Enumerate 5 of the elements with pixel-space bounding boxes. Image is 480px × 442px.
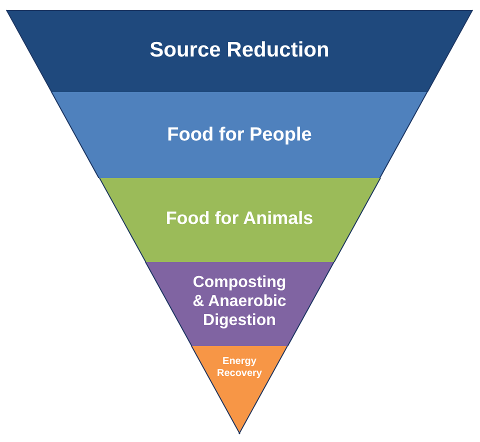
band-label: Composting & Anaerobic Digestion bbox=[192, 273, 288, 331]
band-label: Source Reduction bbox=[150, 37, 330, 63]
band-label: Food for Animals bbox=[166, 208, 314, 230]
band-label: Food for People bbox=[167, 124, 312, 148]
band-label: Energy Recovery bbox=[216, 356, 263, 380]
